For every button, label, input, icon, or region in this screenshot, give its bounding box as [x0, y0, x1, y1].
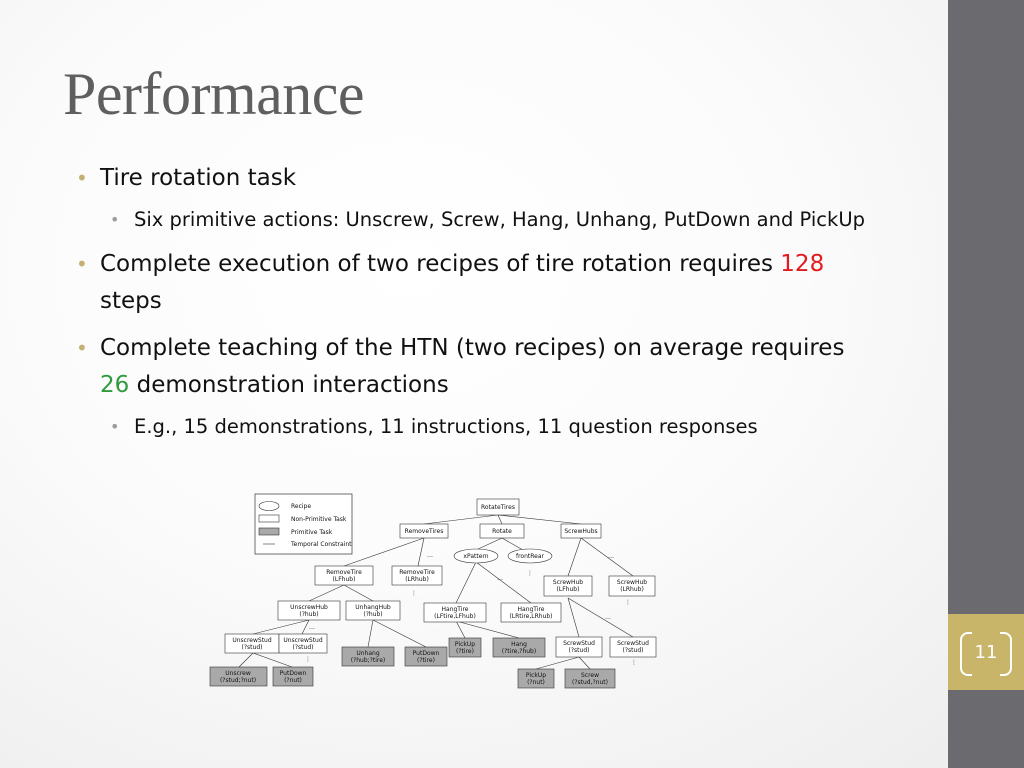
node-screw-hub-lf: ScrewHub	[553, 579, 583, 586]
node-putdown-tire: PutDown	[413, 650, 440, 657]
node-unscrew-arg: (?stud;?nut)	[220, 677, 256, 684]
node-screw-hubs: ScrewHubs	[564, 528, 597, 535]
right-bracket-icon	[1000, 632, 1012, 676]
node-pickup-tire-arg: (?tire)	[456, 648, 474, 655]
ellipsis-marker: …	[309, 624, 315, 631]
node-unscrew-hub: UnscrewHub	[290, 604, 328, 611]
bullet-text: Complete teaching of the HTN (two recipe…	[100, 335, 845, 361]
step-count-highlight: 128	[780, 251, 825, 277]
bullet-dot-icon: •	[76, 252, 88, 276]
bullet-item: • Tire rotation task	[76, 160, 876, 197]
bullet-item: • Complete execution of two recipes of t…	[76, 246, 876, 320]
page-number: 11	[974, 642, 998, 663]
node-screw-hub-lr: ScrewHub	[617, 579, 647, 586]
node-unscrew: Unscrew	[225, 670, 251, 677]
node-screw-hub-lr-arg: (LRhub)	[620, 586, 644, 593]
bullet-text: demonstration interactions	[129, 372, 449, 398]
legend-temporal-label: Temporal Constraint	[290, 541, 352, 548]
node-unhang-hub-arg: (?hub)	[363, 611, 382, 618]
node-unscrew-stud-1: UnscrewStud	[232, 637, 272, 644]
left-bracket-icon	[960, 632, 972, 676]
node-screw-stud-1: ScrewStud	[563, 640, 595, 647]
node-pickup-nut-arg: (?nut)	[527, 679, 545, 686]
node-screw-arg: (?stud,?nut)	[572, 679, 608, 686]
htn-tree-diagram: Recipe Non-Primitive Task Primitive Task…	[209, 493, 657, 689]
ellipsis-marker: ⋮	[305, 656, 311, 663]
legend-recipe-label: Recipe	[291, 503, 311, 510]
primitive-legend-icon	[258, 527, 280, 536]
bullet-dot-icon: •	[76, 336, 88, 360]
node-hang-arg: (?tire,?hub)	[502, 648, 536, 655]
page-number-badge: 11	[948, 614, 1024, 690]
node-screw-hub-lf-arg: (LFhub)	[557, 586, 580, 593]
node-unscrew-stud-1-arg: (?stud)	[242, 644, 263, 651]
node-screw-stud-1-arg: (?stud)	[569, 647, 590, 654]
node-hang-tire-lr-arg: (LRtire,LRhub)	[509, 613, 552, 620]
bullet-dot-icon: •	[110, 210, 120, 229]
ellipsis-marker: …	[497, 575, 503, 582]
bullet-text: E.g., 15 demonstrations, 11 instructions…	[134, 415, 758, 438]
recipe-front-rear: frontRear	[516, 553, 545, 560]
node-screw-stud-2: ScrewStud	[617, 640, 649, 647]
node-hang-tire-lf: HangTire	[442, 606, 469, 613]
node-pickup-nut: PickUp	[526, 672, 546, 679]
non-primitive-legend-icon	[258, 514, 280, 523]
bullet-item: • Complete teaching of the HTN (two reci…	[76, 330, 876, 404]
bullet-list: • Tire rotation task • Six primitive act…	[76, 160, 876, 453]
node-remove-tire-lf: RemoveTire	[326, 569, 362, 576]
ellipsis-marker: ⋮	[411, 590, 417, 597]
recipe-x-pattern: xPattern	[463, 553, 488, 560]
ellipsis-marker: ⋮	[625, 599, 631, 606]
bullet-text: steps	[100, 288, 162, 314]
node-rotate-tires: RotateTires	[481, 504, 515, 511]
node-unhang-hub: UnhangHub	[355, 604, 391, 611]
node-unscrew-hub-arg: (?hub)	[299, 611, 318, 618]
node-screw: Screw	[581, 672, 599, 679]
ellipsis-marker: …	[608, 553, 614, 560]
node-remove-tires: RemoveTires	[405, 528, 444, 535]
ellipsis-marker: …	[427, 552, 433, 559]
node-rotate: Rotate	[492, 528, 512, 535]
node-pickup-tire: PickUp	[455, 641, 475, 648]
recipe-legend-icon	[258, 501, 280, 511]
node-remove-tire-lr-arg: (LRhub)	[405, 576, 429, 583]
bullet-text: Tire rotation task	[100, 165, 297, 191]
ellipsis-marker: ⋮	[631, 659, 637, 666]
node-putdown-nut-arg: (?nut)	[284, 677, 302, 684]
sub-bullet-item: • E.g., 15 demonstrations, 11 instructio…	[76, 410, 876, 443]
interaction-count-highlight: 26	[100, 372, 130, 398]
node-hang: Hang	[511, 641, 527, 648]
node-hang-tire-lr: HangTire	[518, 606, 545, 613]
node-remove-tire-lr: RemoveTire	[399, 569, 435, 576]
bullet-text: Six primitive actions: Unscrew, Screw, H…	[134, 208, 865, 231]
ellipsis-marker: ⋮	[527, 570, 533, 577]
node-unhang-arg: (?hub;?tire)	[351, 657, 386, 664]
legend-non-primitive-label: Non-Primitive Task	[291, 516, 347, 523]
legend-primitive-label: Primitive Task	[291, 529, 333, 536]
node-putdown-tire-arg: (?tire)	[417, 657, 435, 664]
node-screw-stud-2-arg: (?stud)	[623, 647, 644, 654]
node-putdown-nut: PutDown	[280, 670, 307, 677]
node-remove-tire-lf-arg: (LFhub)	[333, 576, 356, 583]
bullet-dot-icon: •	[110, 417, 120, 436]
diagram-legend: Recipe Non-Primitive Task Primitive Task…	[254, 493, 353, 555]
bullet-dot-icon: •	[76, 166, 88, 190]
bullet-text: Complete execution of two recipes of tir…	[100, 251, 781, 277]
node-unscrew-stud-2: UnscrewStud	[283, 637, 323, 644]
node-hang-tire-lf-arg: (LFtire,LFhub)	[434, 613, 476, 620]
ellipsis-marker: …	[605, 614, 611, 621]
sub-bullet-item: • Six primitive actions: Unscrew, Screw,…	[76, 203, 876, 236]
node-unhang: Unhang	[356, 650, 379, 657]
node-unscrew-stud-2-arg: (?stud)	[293, 644, 314, 651]
slide-title: Performance	[63, 61, 365, 127]
